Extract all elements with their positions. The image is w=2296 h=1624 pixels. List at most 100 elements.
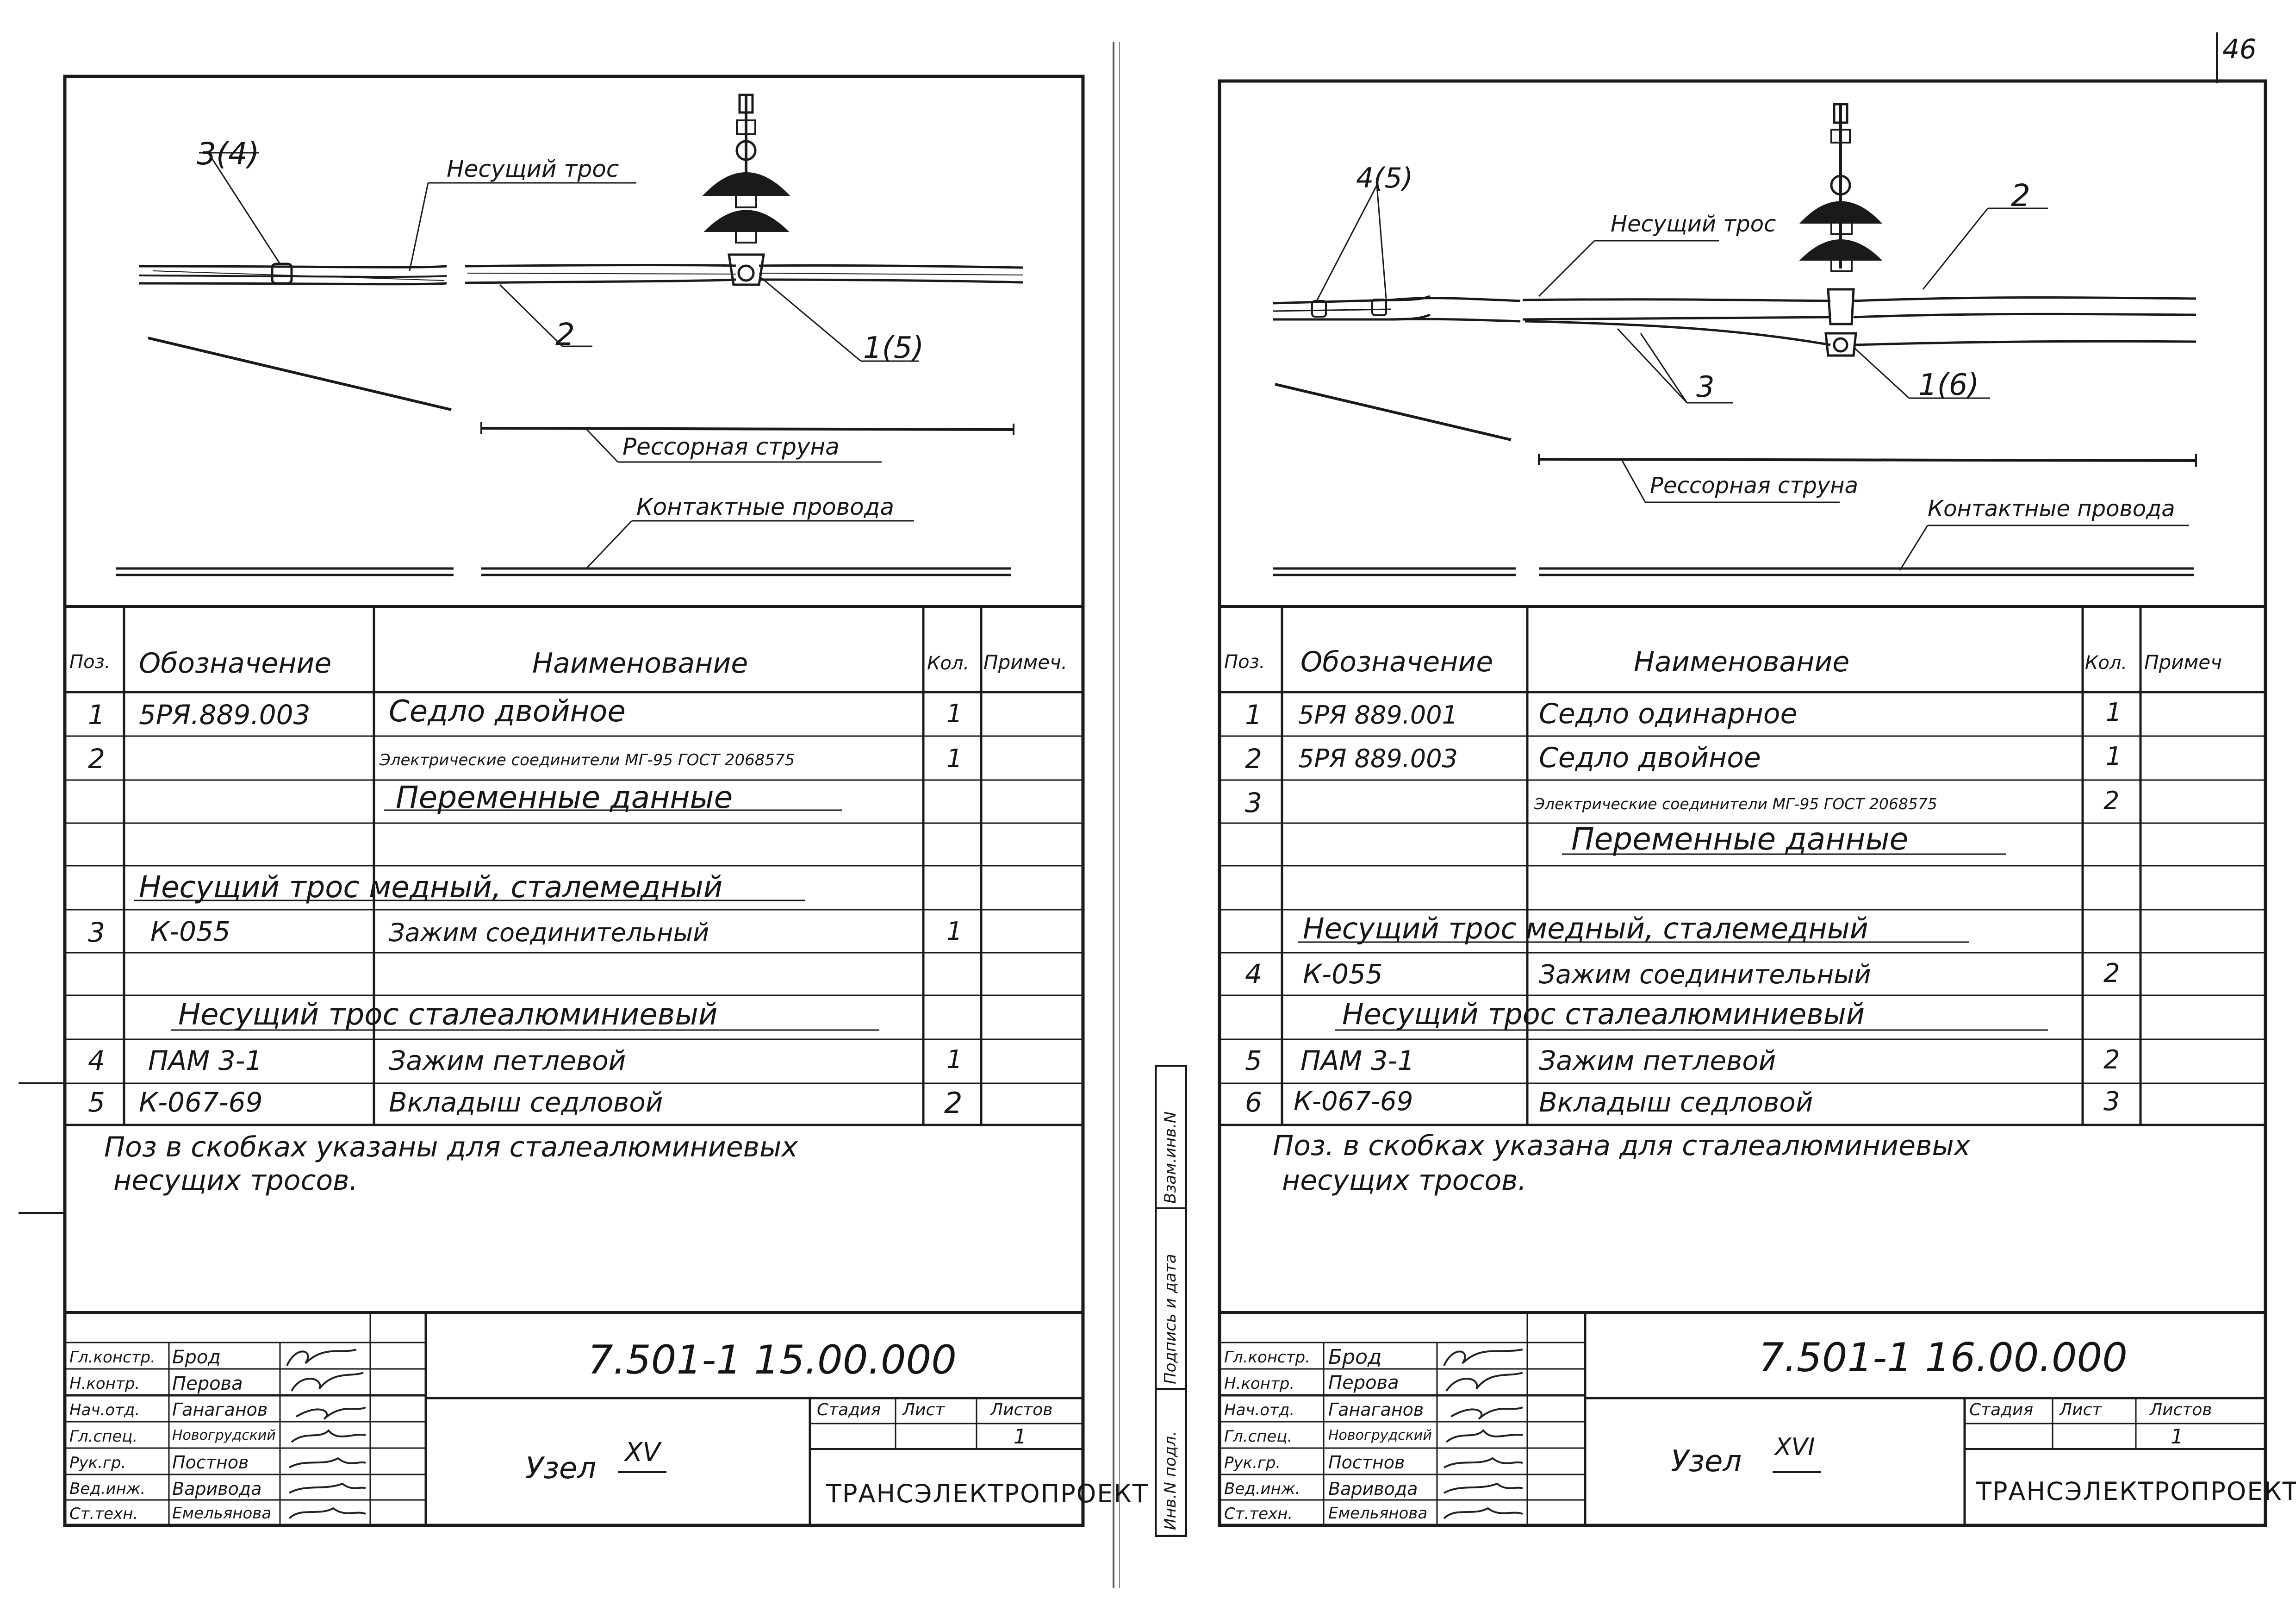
role-chief-designer: Гл.констр.	[1224, 1348, 1310, 1367]
row2-name: Электрические соединители МГ-95 ГОСТ 206…	[380, 751, 795, 769]
side-strip-frame	[1155, 1065, 1187, 1537]
node-number: XVI	[1775, 1433, 1815, 1461]
sheet-node-15: 3(4) Несущий трос 2 1(5) Рессорная струн…	[0, 0, 1148, 1624]
role-group-lead: Рук.гр.	[1224, 1454, 1281, 1472]
note-line-1: Поз в скобках указаны для сталеалюминиев…	[104, 1131, 798, 1163]
row5-designation: К-067-69	[139, 1087, 263, 1118]
row1-name: Седло одинарное	[1539, 698, 1798, 730]
role-senior-tech: Ст.техн.	[69, 1505, 138, 1523]
person-1: Брод	[1328, 1345, 1382, 1369]
row6-designation: К-067-69	[1294, 1087, 1413, 1117]
label-contact-wires: Контактные провода	[636, 493, 894, 520]
label-pos-1-5: 1(5)	[863, 331, 924, 365]
side-label-sign-date: Подпись и дата	[1161, 1254, 1180, 1384]
org-stamp: ТРАНСЭЛЕКТРОПРОЕКТ	[826, 1479, 1149, 1508]
label-contact-wires: Контактные провода	[1928, 496, 2175, 522]
row5-designation: ПАМ 3-1	[1300, 1045, 1415, 1076]
person-3: Ганаганов	[1328, 1399, 1424, 1420]
sheet-header: Лист	[2060, 1400, 2102, 1419]
role-senior-tech: Ст.техн.	[1224, 1505, 1293, 1523]
side-label-repl-inv: Взам.инв.N	[1161, 1111, 1180, 1204]
label-spring-wire: Рессорная струна	[1650, 473, 1859, 499]
col-header-note: Примеч.	[983, 651, 1068, 674]
node-prefix: Узел	[525, 1451, 597, 1486]
person-2: Перова	[1328, 1372, 1399, 1393]
person-1: Брод	[172, 1347, 221, 1368]
person-6: Варивода	[172, 1479, 262, 1499]
note-line-1: Поз. в скобках указана для сталеалюминие…	[1273, 1130, 1971, 1162]
row4-qty: 2	[2103, 958, 2120, 988]
role-chief-spec: Гл.спец.	[69, 1427, 138, 1446]
row3-name: Зажим соединительный	[389, 918, 709, 947]
role-norm-control: Н.контр.	[1224, 1374, 1295, 1393]
row5-pos: 5	[1245, 1045, 1262, 1076]
row3-pos: 3	[88, 917, 105, 948]
row1-designation: 5РЯ 889.001	[1298, 700, 1458, 730]
role-dept-head: Нач.отд.	[69, 1401, 140, 1419]
person-4: Новогрудский	[172, 1427, 276, 1443]
row4-designation: ПАМ 3-1	[148, 1045, 262, 1076]
row6-name: Вкладыш седловой	[1539, 1087, 1813, 1118]
sheet-node-16: 4(5) Несущий трос 2 3 1(6) Рессорная стр…	[1187, 0, 2296, 1624]
row5-qty: 2	[944, 1086, 963, 1120]
note-line-2: несущих тросов.	[113, 1164, 358, 1197]
section-steel-aluminum-cable: Несущий трос сталеалюминиевый	[1342, 997, 1865, 1031]
role-group-lead: Рук.гр.	[69, 1454, 126, 1472]
row1-pos: 1	[1245, 699, 1262, 731]
role-dept-head: Нач.отд.	[1224, 1401, 1295, 1419]
row1-name: Седло двойное	[389, 694, 626, 729]
node-number: XV	[625, 1437, 660, 1468]
sheet-1-linework	[19, 75, 1085, 1527]
col-header-qty: Кол.	[927, 653, 970, 674]
col-header-qty: Кол.	[2085, 652, 2128, 674]
row2-designation: 5РЯ 889.003	[1298, 744, 1458, 773]
col-header-name: Наименование	[1634, 646, 1850, 678]
row1-pos: 1	[88, 699, 105, 731]
label-pos-3: 3	[1696, 370, 1715, 404]
person-5: Постнов	[1328, 1452, 1405, 1473]
col-header-designation: Обозначение	[139, 647, 332, 680]
role-lead-engineer: Вед.инж.	[1224, 1480, 1300, 1498]
row6-qty: 3	[2103, 1087, 2120, 1117]
row3-qty: 1	[946, 917, 963, 946]
row4-designation: К-055	[1303, 958, 1383, 990]
section-variable-data: Переменные данные	[1571, 821, 1909, 857]
sheets-value: 1	[2171, 1425, 2184, 1449]
person-6: Варивода	[1328, 1479, 1418, 1499]
role-chief-spec: Гл.спец.	[1224, 1427, 1293, 1446]
sheets-value: 1	[1014, 1425, 1027, 1449]
person-5: Постнов	[172, 1452, 249, 1473]
label-carrier-cable: Несущий трос	[447, 156, 619, 182]
row5-qty: 2	[2103, 1045, 2120, 1075]
page-number-bracket	[2216, 32, 2218, 83]
row1-designation: 5РЯ.889.003	[139, 699, 311, 731]
sheet-2-linework	[1218, 79, 2267, 1527]
row4-pos: 4	[88, 1045, 105, 1076]
row2-pos: 2	[88, 743, 105, 775]
person-4: Новогрудский	[1328, 1427, 1432, 1443]
side-label-inv-orig: Инв.N подл.	[1161, 1431, 1180, 1530]
sheets-header: Листов	[990, 1400, 1053, 1419]
section-variable-data: Переменные данные	[396, 780, 733, 815]
row3-designation: К-055	[150, 916, 230, 947]
col-header-pos: Поз.	[69, 651, 111, 673]
row3-pos: 3	[1245, 787, 1262, 818]
fold-line	[1113, 42, 1114, 1588]
row2-name: Седло двойное	[1539, 742, 1761, 774]
person-7: Емельянова	[172, 1504, 272, 1523]
row5-pos: 5	[88, 1087, 105, 1118]
node-prefix: Узел	[1671, 1444, 1742, 1479]
section-copper-cable: Несущий трос медный, сталемедный	[1303, 912, 1868, 945]
label-carrier-cable: Несущий трос	[1611, 211, 1776, 237]
side-strip: Инв.N подл. Подпись и дата Взам.инв.N	[1155, 1065, 1187, 1537]
label-pos-4-5: 4(5)	[1356, 162, 1413, 194]
row2-qty: 1	[946, 744, 963, 773]
label-pos-3-4: 3(4)	[197, 136, 260, 172]
stage-header: Стадия	[817, 1400, 881, 1419]
row3-name: Электрические соединители МГ-95 ГОСТ 206…	[1534, 795, 1937, 813]
row4-pos: 4	[1245, 958, 1262, 990]
person-2: Перова	[172, 1373, 243, 1394]
label-pos-2: 2	[2011, 178, 2030, 213]
sheets-header: Листов	[2150, 1400, 2212, 1419]
row3-qty: 2	[2103, 786, 2120, 815]
